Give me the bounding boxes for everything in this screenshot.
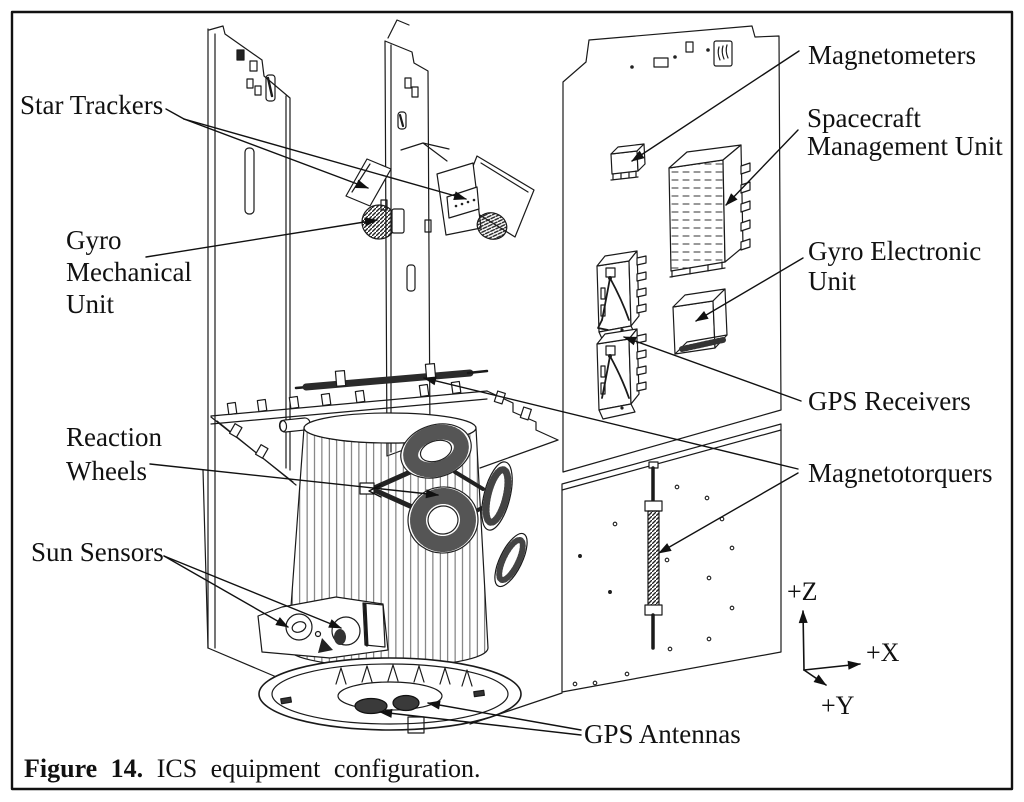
leader-reaction-wheels-open-arrow: [368, 484, 382, 498]
reaction-wheel-upper: [400, 423, 472, 479]
deck-canister: [278, 417, 311, 433]
ring-struts: [335, 664, 473, 687]
gyro-electronic-unit-drawing: [672, 288, 728, 355]
leader-magnetotorquer-vertical: [658, 472, 799, 554]
gps-receiver-2-drawing: [596, 328, 647, 420]
spacecraft-management-unit-drawing: [668, 144, 751, 278]
leader-gps-antenna-right: [427, 700, 582, 731]
leader-star-tracker-right: [183, 118, 467, 201]
figure-border: [10, 10, 1014, 791]
leader-gps-receivers: [623, 336, 802, 402]
gps-receiver-1-drawing: [596, 250, 647, 342]
reaction-wheel-edge-2: [494, 532, 528, 588]
label-gyro-mechanical-unit: Gyro Mechanical Unit: [66, 225, 192, 319]
leader-star-tracker-left: [183, 118, 369, 189]
label-gps-antennas: GPS Antennas: [584, 719, 741, 749]
leader-sun-sensor-left: [163, 555, 289, 628]
label-reaction-wheels: Reaction Wheels: [66, 422, 162, 486]
figure-caption-text: ICS equipment configuration.: [156, 754, 481, 783]
right-lower-panel: [561, 423, 782, 693]
reaction-wheel-edge-1: [481, 461, 513, 531]
connector-icon: [713, 40, 733, 67]
label-magnetotorquers: Magnetotorquers: [808, 458, 993, 488]
leader-gyro-electronic-unit: [695, 257, 804, 322]
axis-y-label: +Y: [821, 691, 855, 720]
axes-triad: [798, 610, 861, 686]
leader-sun-sensor-right: [163, 555, 342, 629]
right-upper-panel: [562, 25, 782, 473]
reaction-wheel-lower: [407, 486, 479, 554]
leader-gyro-mechanical-unit: [145, 217, 378, 258]
label-sun-sensors: Sun Sensors: [31, 537, 164, 567]
magnetotorquer-horizontal: [294, 362, 489, 391]
gps-antennas-drawing: [354, 694, 420, 715]
left-equipment-panel: [207, 25, 291, 649]
magnetotorquer-vertical: [644, 461, 663, 650]
axis-x-arrow: [803, 660, 861, 671]
label-spacecraft-management-unit: Spacecraft Management Unit: [807, 103, 1003, 161]
label-gps-receivers: GPS Receivers: [808, 386, 971, 416]
label-star-trackers: Star Trackers: [20, 90, 164, 120]
axis-y-arrow: [803, 669, 827, 686]
axis-z-label: +Z: [787, 577, 818, 606]
reaction-wheels-assembly: [359, 423, 528, 588]
magnetometer-drawing: [610, 143, 646, 181]
leader-spacecraft-management-unit: [725, 129, 799, 206]
label-magnetometers: Magnetometers: [808, 40, 976, 70]
leader-star-trackers-tick: [165, 108, 185, 120]
leader-magnetometers: [631, 50, 800, 162]
axis-x-label: +X: [866, 638, 900, 667]
leader-magnetotorquer-horizontal: [423, 376, 799, 470]
label-gyro-electronic-unit: Gyro Electronic Unit: [808, 236, 982, 296]
leader-reaction-wheels: [149, 463, 439, 499]
sun-sensors-assembly: [257, 596, 389, 659]
axis-z-arrow: [798, 610, 808, 671]
deck-brackets: [226, 380, 532, 459]
figure-caption-number: Figure 14.: [24, 754, 144, 783]
bus-deck: [202, 380, 563, 725]
leader-gps-antenna-left: [379, 708, 582, 736]
figure-caption: Figure 14. ICS equipment configuration.: [24, 754, 480, 784]
leader-lines: [145, 50, 804, 736]
adapter-ring: [258, 657, 522, 734]
